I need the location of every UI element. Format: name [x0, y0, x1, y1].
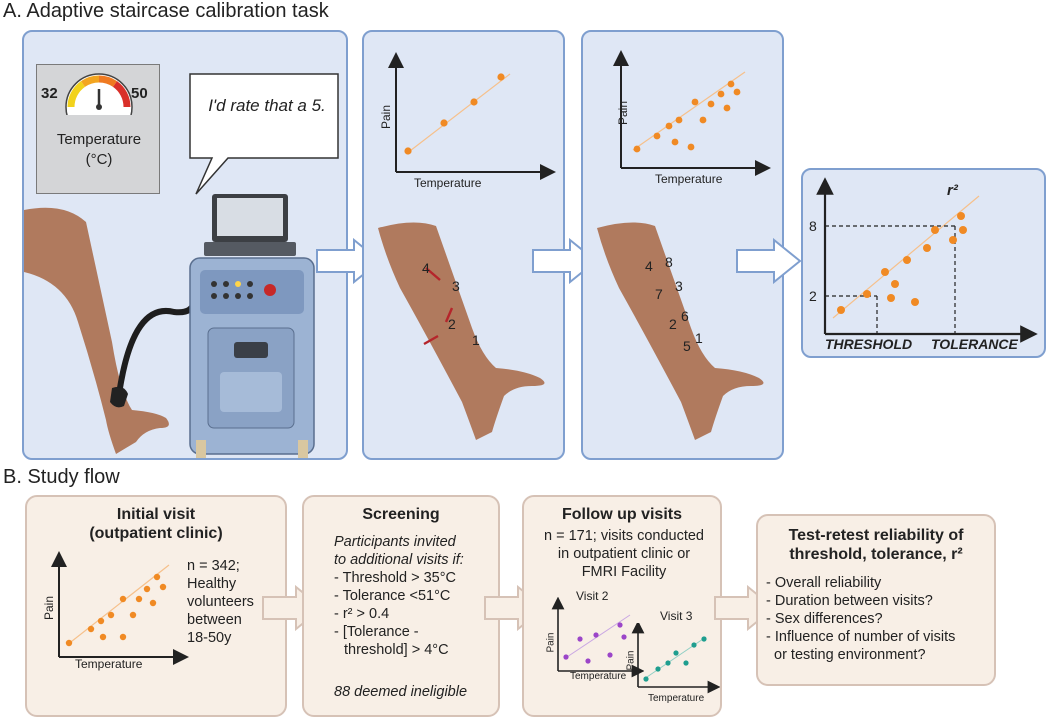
list-item: or testing environment? — [774, 647, 926, 663]
criterion: - [Tolerance - — [334, 624, 419, 640]
screening-criteria: - Threshold > 35°C - Tolerance <51°C - r… — [334, 569, 456, 659]
text-line: Healthy — [187, 576, 237, 592]
follow-up-title: Follow up visits — [561, 506, 682, 523]
panel-three-points: Pain Temperature 1 2 3 4 — [362, 30, 565, 460]
threshold-tolerance-plot — [816, 177, 1038, 343]
screening-intro: Participants invited to additional visit… — [334, 533, 464, 569]
panel-equipment: 32 50 Temperature (°C) I'd rate that a 5… — [22, 30, 348, 460]
pain-temperature-plot — [51, 551, 189, 665]
gauge-label: Temperature — [56, 131, 142, 148]
plot-xlabel: Temperature — [655, 172, 723, 186]
panel-follow-up: Follow up visits n = 171; visits conduct… — [522, 495, 722, 717]
plot-ylabel: Pain — [545, 632, 557, 653]
list-item: - Duration between visits? — [766, 593, 933, 609]
visit-3-plot — [631, 623, 720, 694]
screening-title: Screening — [362, 506, 440, 523]
text-line: n = 171; visits conducted — [543, 528, 704, 544]
tolerance-label: TOLERANCE — [931, 336, 1018, 352]
arm-number-4: 4 — [645, 258, 653, 274]
forearm-illustration — [378, 222, 545, 440]
gauge-min-label: 32 — [41, 85, 58, 102]
test-retest-items: - Overall reliability - Duration between… — [766, 574, 955, 664]
screening-footer: 88 deemed ineligible — [334, 684, 468, 700]
gauge-dial-icon — [63, 73, 135, 125]
thermal-device-illustration — [24, 194, 315, 458]
text-line: 18-50y — [187, 630, 232, 646]
arm-number-3: 3 — [452, 278, 460, 294]
text-line: between — [187, 612, 242, 628]
plot-xlabel: Temperature — [414, 176, 482, 190]
r-squared-label: r² — [947, 182, 958, 199]
visit-2-plot — [551, 597, 644, 678]
plot-ylabel: Pain — [616, 100, 630, 126]
list-item: - Overall reliability — [766, 575, 882, 591]
arm-number-2: 2 — [669, 316, 677, 332]
y-label-2: 2 — [809, 288, 817, 304]
pain-temperature-plot — [388, 52, 556, 180]
criterion: threshold] > 4°C — [344, 642, 449, 658]
forearm-illustration — [597, 222, 764, 440]
arrow-right-icon — [736, 238, 802, 284]
plot-ylabel: Pain — [379, 104, 393, 130]
plot-xlabel: Temperature — [570, 671, 627, 682]
arm-number-7: 7 — [655, 286, 663, 302]
gauge-unit: (°C) — [85, 151, 113, 168]
initial-visit-text: n = 342; Healthy volunteers between 18-5… — [187, 557, 254, 647]
section-a-title: A. Adaptive staircase calibration task — [3, 0, 329, 22]
text-line: FMRI Facility — [581, 564, 667, 580]
arm-number-8: 8 — [665, 254, 673, 270]
test-retest-subtitle: threshold, tolerance, r² — [789, 546, 963, 563]
section-b-title: B. Study flow — [3, 466, 120, 488]
arm-number-2: 2 — [448, 316, 456, 332]
criterion: - r² > 0.4 — [334, 606, 390, 622]
follow-up-text: n = 171; visits conducted in outpatient … — [534, 527, 714, 581]
text-line: n = 342; — [187, 558, 240, 574]
list-item: - Influence of number of visits — [766, 629, 956, 645]
list-item: - Sex differences? — [766, 611, 883, 627]
plot-ylabel: Pain — [42, 595, 56, 621]
panel-initial-visit: Initial visit (outpatient clinic) Pain T… — [25, 495, 287, 717]
y-label-8: 8 — [809, 218, 817, 234]
plot-ylabel: Pain — [625, 650, 637, 671]
panel-screening: Screening Participants invited to additi… — [302, 495, 500, 717]
panel-test-retest: Test-retest reliability of threshold, to… — [756, 514, 996, 686]
speech-text: I'd rate that a 5. — [208, 96, 326, 115]
plot-xlabel: Temperature — [75, 657, 143, 671]
temperature-gauge: 32 50 Temperature (°C) — [36, 64, 160, 194]
text-line: Participants invited — [334, 534, 456, 550]
visit-2-label: Visit 2 — [576, 589, 609, 603]
plot-xlabel: Temperature — [648, 693, 705, 704]
arm-number-6: 6 — [681, 308, 689, 324]
pain-temperature-plot — [613, 50, 771, 176]
text-line: volunteers — [187, 594, 254, 610]
arm-number-1: 1 — [472, 332, 480, 348]
gauge-max-label: 50 — [131, 85, 148, 102]
text-line: in outpatient clinic or — [557, 546, 691, 562]
criterion: - Threshold > 35°C — [334, 570, 456, 586]
arm-number-1: 1 — [695, 330, 703, 346]
threshold-label: THRESHOLD — [825, 336, 913, 352]
panel-eight-points: Pain Temperature 1 2 3 4 5 6 7 8 — [581, 30, 784, 460]
arm-number-3: 3 — [675, 278, 683, 294]
arm-number-5: 5 — [683, 338, 691, 354]
test-retest-title: Test-retest reliability of — [788, 527, 964, 544]
visit-3-label: Visit 3 — [660, 609, 693, 623]
criterion: - Tolerance <51°C — [334, 588, 451, 604]
initial-visit-subtitle: (outpatient clinic) — [89, 525, 223, 542]
arm-number-4: 4 — [422, 260, 430, 276]
speech-bubble — [189, 73, 339, 195]
initial-visit-title: Initial visit — [116, 506, 196, 523]
text-line: to additional visits if: — [334, 552, 464, 568]
panel-threshold-tolerance: r² 8 2 THRESHOLD TOLERANCE — [801, 168, 1046, 358]
